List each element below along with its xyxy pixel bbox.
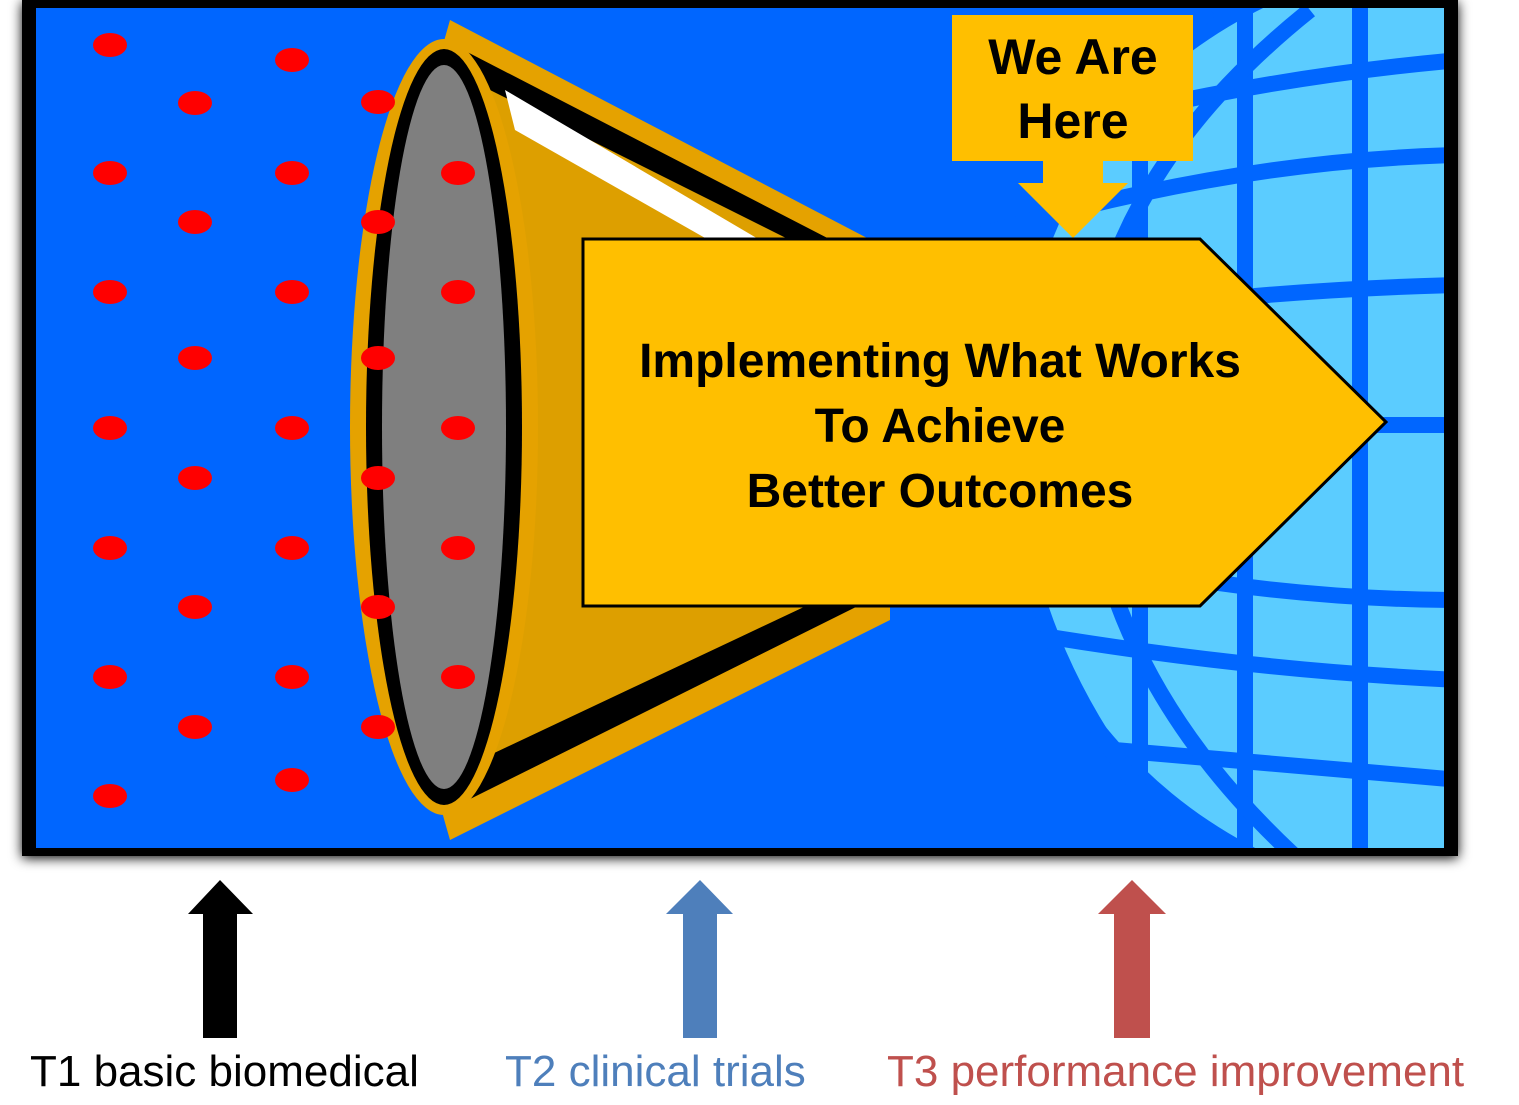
red-dot [361,210,395,234]
we-are-here-callout: We Are Here [952,15,1193,238]
red-dot [275,768,309,792]
red-dot [178,346,212,370]
red-dot [441,280,475,304]
red-dot [361,346,395,370]
red-dot [275,416,309,440]
stage-label-t1: T1 basic biomedical [30,1047,419,1096]
red-dot [361,595,395,619]
red-dot [178,595,212,619]
research-dots [93,33,475,808]
red-dot [441,161,475,185]
red-dot [275,665,309,689]
red-dot [178,466,212,490]
red-dot [275,536,309,560]
t1-arrow-up-icon [188,880,253,1038]
red-dot [93,416,127,440]
red-dot [275,161,309,185]
red-dot [361,90,395,114]
red-dot [93,161,127,185]
red-dot [361,466,395,490]
stage-label-t2: T2 clinical trials [505,1047,806,1096]
callout-line-2: Here [1017,93,1128,149]
callout-arrow-down-icon [1018,160,1128,238]
stage-label-t3: T3 performance improvement [887,1047,1465,1096]
banner-line-1: Implementing What Works [639,335,1241,388]
banner-line-2: To Achieve [815,400,1066,453]
red-dot [178,210,212,234]
red-dot [93,784,127,808]
t2-arrow-up-icon [666,880,733,1038]
t3-arrow-up-icon [1098,880,1166,1038]
red-dot [93,280,127,304]
implementation-banner: Implementing What Works To Achieve Bette… [581,237,1389,608]
red-dot [275,280,309,304]
red-dot [178,715,212,739]
red-dot [93,665,127,689]
red-dot [441,665,475,689]
red-dot [93,536,127,560]
red-dot [361,715,395,739]
banner-line-3: Better Outcomes [747,465,1134,518]
red-dot [93,33,127,57]
red-dot [441,536,475,560]
callout-line-1: We Are [988,29,1158,85]
red-dot [441,416,475,440]
red-dot [275,48,309,72]
red-dot [178,91,212,115]
